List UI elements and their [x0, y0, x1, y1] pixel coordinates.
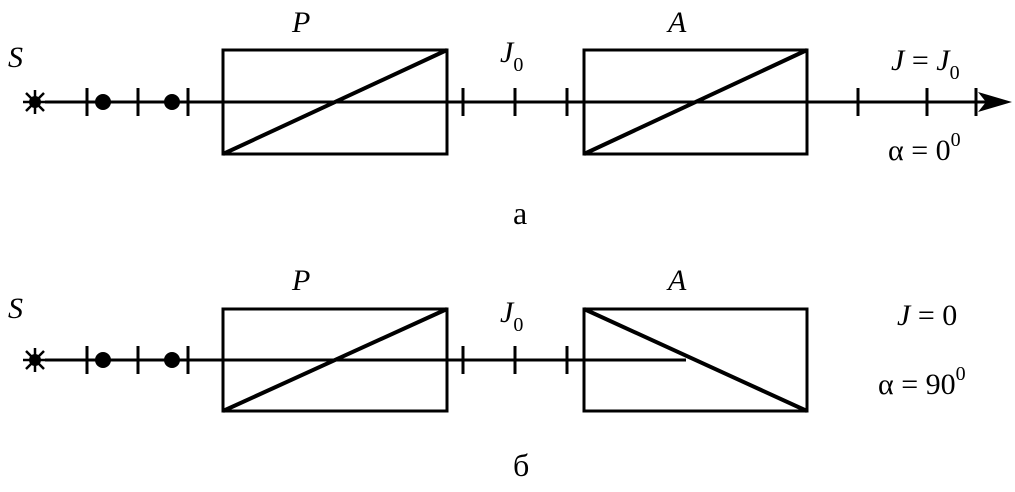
intensity-mid-label: J0 [500, 296, 523, 336]
unpolarized-light-marks [85, 88, 190, 116]
caption-b: б [513, 447, 529, 483]
intensity-mid-label: J0 [500, 36, 523, 76]
polarization-dot [95, 352, 111, 368]
polarized-light-marks [461, 88, 569, 116]
polarizer-box [221, 307, 449, 413]
polarization-dot [164, 352, 180, 368]
panel-b: S P J0 A J = 0 α = 900 б [8, 264, 966, 483]
polarizer-label: P [291, 6, 310, 39]
beam-arrow-icon [978, 92, 1012, 112]
polarizer-label: P [291, 264, 310, 297]
source-label: S [8, 292, 23, 325]
analyzer-label: A [666, 6, 687, 39]
unpolarized-light-marks [85, 346, 190, 374]
light-source-icon [23, 90, 47, 114]
output-intensity-label: J = 0 [897, 299, 957, 332]
polarization-dot [95, 94, 111, 110]
caption-a: а [513, 195, 527, 231]
light-source-icon [23, 348, 47, 372]
panel-a: S P J0 A [8, 6, 1012, 231]
polarization-dot [164, 94, 180, 110]
angle-label: α = 00 [888, 129, 961, 167]
angle-label: α = 900 [878, 363, 966, 401]
polarized-light-marks [461, 346, 569, 374]
analyzer-label: A [666, 264, 687, 297]
analyzer-box [582, 48, 809, 156]
analyzer-box [582, 307, 809, 413]
polarizer-box [221, 48, 449, 156]
output-intensity-label: J = J0 [891, 44, 960, 84]
source-label: S [8, 41, 23, 74]
output-light-marks [856, 88, 978, 116]
